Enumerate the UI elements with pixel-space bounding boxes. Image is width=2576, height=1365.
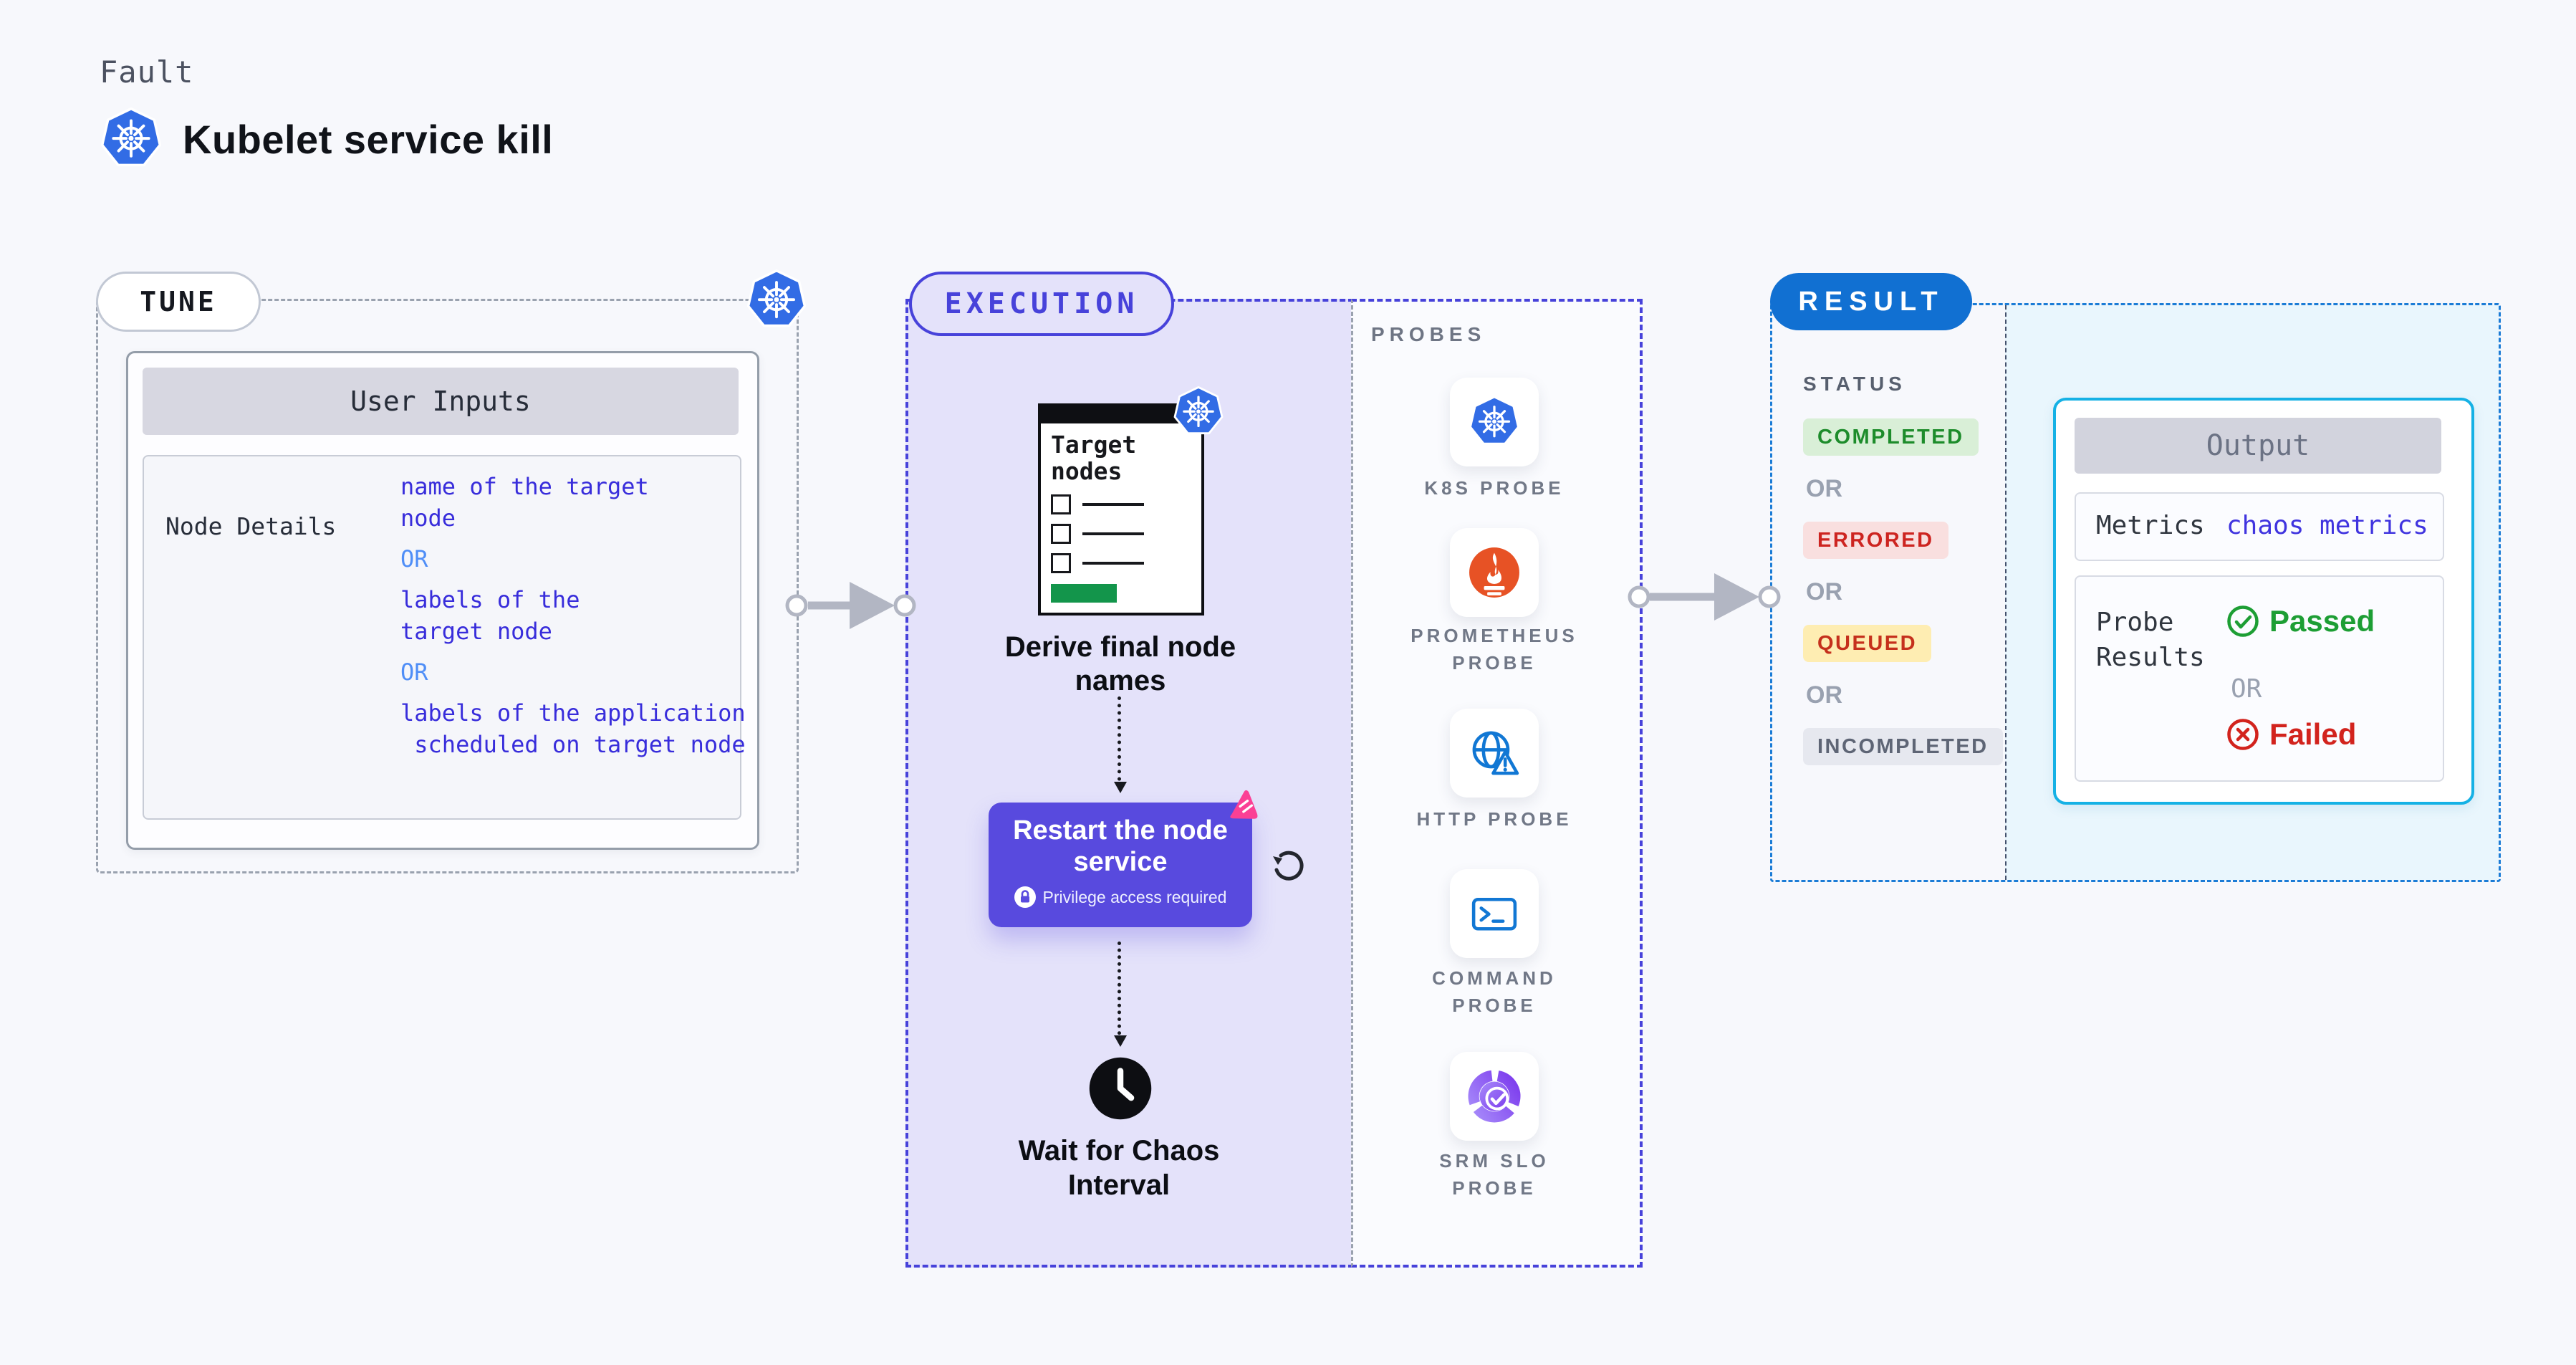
user-inputs-title: User Inputs (143, 368, 739, 435)
probe-label: PROMETHEUS PROBE (1410, 625, 1578, 674)
restart-step-title: Restart the node service (1013, 815, 1228, 877)
or-separator: OR (400, 658, 428, 686)
privilege-label: Privilege access required (1042, 887, 1227, 906)
slo-pie-icon (1468, 1070, 1521, 1123)
node-details-row: Node Details name of the target node OR … (143, 455, 746, 820)
value-line: name of the target (400, 473, 649, 500)
arrow-execution-to-result (1628, 573, 1781, 621)
prometheus-probe-card (1450, 528, 1539, 617)
status-badge-queued: QUEUED (1803, 625, 1932, 662)
node-details-label: Node Details (165, 512, 337, 540)
terminal-icon (1471, 897, 1517, 931)
probe-results-row: Probe Results Passed OR Failed (2075, 575, 2444, 782)
status-badge-errored: ERRORED (1803, 522, 1948, 559)
tune-section-pill: TUNE (96, 272, 261, 332)
execution-section-pill: EXECUTION (909, 272, 1174, 336)
http-probe-card (1450, 709, 1539, 798)
check-circle-icon (2227, 605, 2259, 637)
output-title: Output (2075, 418, 2441, 474)
passed-label: Passed (2269, 604, 2375, 638)
retry-loop-icon (1273, 851, 1304, 881)
tune-section (96, 299, 799, 873)
privilege-row: Privilege access required (989, 886, 1252, 909)
node-list-item (1051, 552, 1191, 573)
metrics-value: chaos metrics (2226, 511, 2428, 540)
value-line: labels of the application (400, 699, 746, 727)
kubernetes-icon (746, 268, 807, 332)
flow-connector (1114, 942, 1127, 1047)
probes-title: PROBES (1371, 323, 1486, 345)
kubernetes-icon (1173, 385, 1224, 439)
lock-icon (1014, 886, 1036, 909)
command-probe-card (1450, 869, 1539, 958)
passed-row: Passed (2226, 604, 2375, 638)
status-list: COMPLETED OR ERRORED OR QUEUED OR INCOMP… (1803, 418, 2003, 765)
probe-results-label: Probe Results (2096, 608, 2205, 672)
metrics-row: Metrics chaos metrics (2075, 492, 2444, 561)
clock-icon (1089, 1057, 1152, 1120)
node-details-values: name of the target node OR labels of the… (400, 471, 746, 760)
page-header: Kubelet service kill (100, 106, 553, 172)
or-separator: OR (2231, 674, 2262, 704)
checkbox-icon (1051, 494, 1071, 514)
list-line (1082, 532, 1144, 535)
k8s-icon (1467, 395, 1522, 449)
status-title: STATUS (1803, 373, 1906, 395)
node-list-item (1051, 523, 1191, 544)
metrics-label: Metrics (2096, 511, 2205, 540)
chaos-badge-icon (1230, 790, 1258, 819)
list-line (1082, 561, 1144, 565)
result-section-pill: RESULT (1770, 273, 1972, 330)
failed-row: Failed (2226, 717, 2356, 752)
page-title: Kubelet service kill (183, 116, 554, 162)
probe-label: K8S PROBE (1424, 477, 1565, 499)
flow-connector (1114, 696, 1127, 793)
fault-kicker: Fault (100, 54, 194, 90)
probe-label: COMMAND PROBE (1432, 967, 1557, 1016)
target-nodes-title: Target nodes (1051, 431, 1137, 485)
http-globe-icon (1472, 731, 1519, 775)
step-wait-chaos-interval: Wait for Chaos Interval (1018, 1135, 1220, 1201)
value-line: labels of the (400, 586, 580, 613)
user-inputs-card: User Inputs Node Details name of the tar… (126, 351, 759, 850)
or-separator: OR (1806, 578, 1842, 605)
restart-node-service-step: Restart the node service Privilege acces… (989, 790, 1258, 927)
target-nodes-card: Target nodes (1038, 403, 1204, 616)
output-panel: Output Metrics chaos metrics Probe Resul… (2053, 398, 2474, 805)
result-divider (2005, 305, 2007, 880)
x-circle-icon (2227, 719, 2259, 750)
or-separator: OR (400, 545, 428, 573)
value-line: scheduled on target node (400, 731, 746, 758)
failed-label: Failed (2269, 717, 2357, 751)
srm-slo-probe-card (1450, 1052, 1539, 1141)
probe-label: SRM SLO PROBE (1439, 1150, 1549, 1199)
kubernetes-icon (100, 106, 163, 172)
checkbox-icon (1051, 523, 1071, 544)
or-separator: OR (1806, 474, 1842, 502)
prometheus-icon (1469, 547, 1519, 598)
node-list-item (1051, 494, 1191, 514)
or-separator: OR (1806, 681, 1842, 709)
checkbox-icon (1051, 552, 1071, 573)
value-line: target node (400, 618, 552, 645)
probe-label: HTTP PROBE (1416, 808, 1572, 830)
arrow-tune-to-execution (785, 582, 916, 629)
step-derive-node-names: Derive final node names (1004, 631, 1236, 697)
green-button-bar (1051, 583, 1117, 603)
k8s-probe-card (1450, 378, 1539, 466)
list-line (1082, 502, 1144, 506)
status-badge-incompleted: INCOMPLETED (1803, 728, 2003, 765)
status-badge-completed: COMPLETED (1803, 418, 1979, 456)
value-line: node (400, 504, 456, 532)
